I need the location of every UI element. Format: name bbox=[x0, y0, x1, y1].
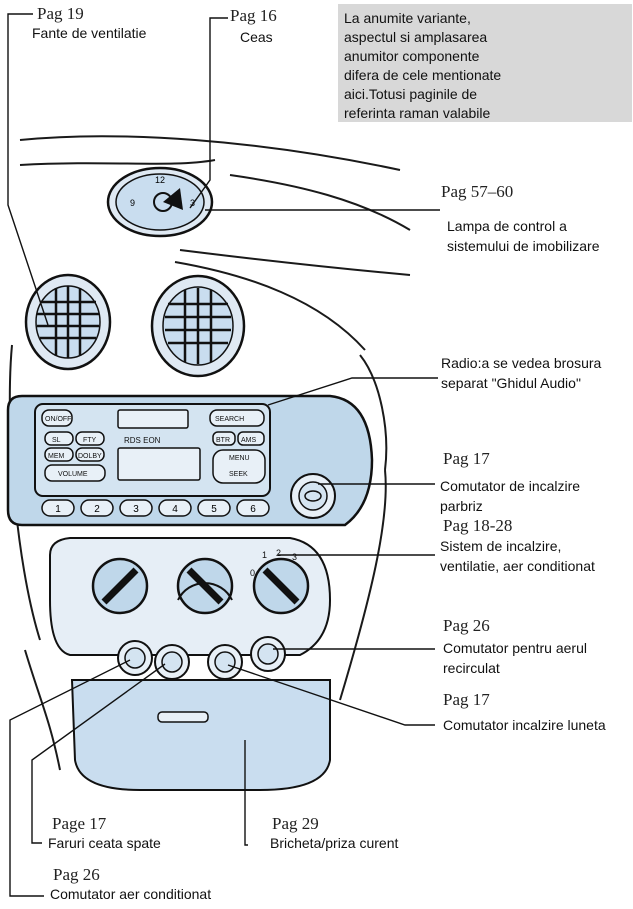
ac-label: Comutator aer conditionat bbox=[50, 886, 212, 902]
lighter-page-ref: Pag 29 bbox=[272, 814, 319, 833]
radio-dolby-label: DOLBY bbox=[78, 453, 102, 460]
radio-label: Radio:a se vedea brosura separat "Ghidul… bbox=[441, 355, 602, 391]
radio-mem-button bbox=[44, 447, 74, 462]
radio-search-button bbox=[209, 409, 265, 427]
radio-fty-button bbox=[75, 431, 105, 446]
windscreen-label: Comutator de incalzire parbriz bbox=[440, 478, 581, 514]
air-vent-right bbox=[150, 274, 246, 378]
radio-preset-button[interactable]: 4 bbox=[158, 499, 192, 517]
radio-preset-label: 2 bbox=[94, 504, 100, 515]
heating-label: Sistem de incalzire, ventilatie, aer con… bbox=[440, 538, 595, 574]
radio-preset-label: 4 bbox=[172, 504, 178, 515]
radio-mem-label: MEM bbox=[48, 453, 65, 460]
radio-preset-label: 6 bbox=[250, 504, 256, 515]
radio-ams-button bbox=[237, 431, 265, 446]
lighter-socket bbox=[157, 711, 209, 723]
radio-volume-button bbox=[44, 464, 106, 482]
lighter-label: Bricheta/priza curent bbox=[270, 835, 399, 851]
windscreen-heat-button[interactable] bbox=[290, 473, 336, 519]
recirculation-button[interactable] bbox=[250, 636, 286, 672]
dash-top-edge bbox=[19, 135, 401, 171]
lower-console bbox=[70, 679, 331, 791]
radio-volume-label: VOLUME bbox=[58, 471, 88, 478]
radio-sl-label: SL bbox=[52, 437, 61, 444]
clock: 12 9 3 bbox=[106, 166, 214, 238]
ac-page-ref: Pag 26 bbox=[53, 865, 100, 884]
radio-ams-label: AMS bbox=[241, 437, 257, 444]
recirc-page-ref: Pag 26 bbox=[443, 616, 490, 635]
clock-numeral: 3 bbox=[190, 198, 195, 208]
rear-fog-label: Faruri ceata spate bbox=[48, 835, 161, 851]
radio-preset-button[interactable]: 3 bbox=[119, 499, 153, 517]
leader-lines bbox=[7, 13, 440, 897]
rear-fog-button[interactable] bbox=[154, 644, 190, 680]
temperature-knob-center[interactable] bbox=[176, 557, 234, 615]
fan-speed-knob[interactable] bbox=[252, 557, 310, 615]
fan-numeral-3: 3 bbox=[292, 552, 297, 562]
radio-brand: RDS EON bbox=[124, 436, 161, 445]
vents-label: Fante de ventilatie bbox=[32, 25, 147, 41]
radio-display bbox=[117, 447, 201, 481]
radio-sl-button bbox=[44, 431, 74, 446]
temperature-knob-left[interactable] bbox=[91, 557, 149, 615]
radio-preset-label: 3 bbox=[133, 504, 139, 515]
rear-fog-page-ref: Page 17 bbox=[52, 814, 107, 833]
fan-numeral-0: 0 bbox=[250, 568, 255, 578]
clock-numeral: 12 bbox=[155, 175, 165, 185]
immobilizer-page-ref: Pag 57–60 bbox=[441, 182, 514, 201]
rear-window-label: Comutator incalzire luneta bbox=[443, 717, 606, 733]
radio-btr-button bbox=[212, 431, 236, 446]
immobilizer-label: Lampa de control a sistemului de imobili… bbox=[447, 218, 600, 254]
fan-numeral-1: 1 bbox=[262, 550, 267, 560]
radio-preset-button[interactable]: 5 bbox=[197, 499, 231, 517]
clock-numeral: 9 bbox=[130, 198, 135, 208]
radio-menu-seek-rocker bbox=[212, 449, 266, 484]
radio-preset-row: 1 2 3 4 5 6 bbox=[41, 499, 270, 517]
recirc-label: Comutator pentru aerul recirculat bbox=[443, 640, 587, 676]
windscreen-page-ref: Pag 17 bbox=[443, 449, 490, 468]
rear-window-page-ref: Pag 17 bbox=[443, 690, 490, 709]
fan-numeral-2: 2 bbox=[276, 548, 281, 558]
radio-fty-label: FTY bbox=[83, 437, 97, 444]
clock-hands bbox=[163, 188, 183, 210]
radio-preset-label: 1 bbox=[55, 504, 61, 515]
radio-seek-label: SEEK bbox=[229, 471, 248, 478]
radio-preset-button[interactable]: 1 bbox=[41, 499, 75, 517]
radio-preset-label: 5 bbox=[211, 504, 217, 515]
variant-note: La anumite variante, aspectul si amplasa… bbox=[338, 4, 632, 122]
cassette-slot bbox=[117, 409, 189, 429]
radio-onoff-button bbox=[41, 409, 73, 427]
air-vent-left bbox=[24, 273, 112, 371]
radio-preset-button[interactable]: 2 bbox=[80, 499, 114, 517]
radio-onoff-label: ON/OFF bbox=[45, 416, 71, 423]
radio-btr-label: BTR bbox=[216, 437, 230, 444]
heating-page-ref: Pag 18-28 bbox=[443, 516, 513, 535]
ac-button[interactable] bbox=[117, 640, 153, 676]
radio-menu-label: MENU bbox=[229, 455, 250, 462]
radio-search-label: SEARCH bbox=[215, 416, 244, 423]
clock-page-ref: Pag 16 bbox=[230, 6, 277, 25]
rear-window-heat-button[interactable] bbox=[207, 644, 243, 680]
vents-page-ref: Pag 19 bbox=[37, 4, 84, 23]
radio-dolby-button bbox=[75, 447, 105, 462]
clock-label: Ceas bbox=[240, 29, 273, 45]
radio-preset-button[interactable]: 6 bbox=[236, 499, 270, 517]
